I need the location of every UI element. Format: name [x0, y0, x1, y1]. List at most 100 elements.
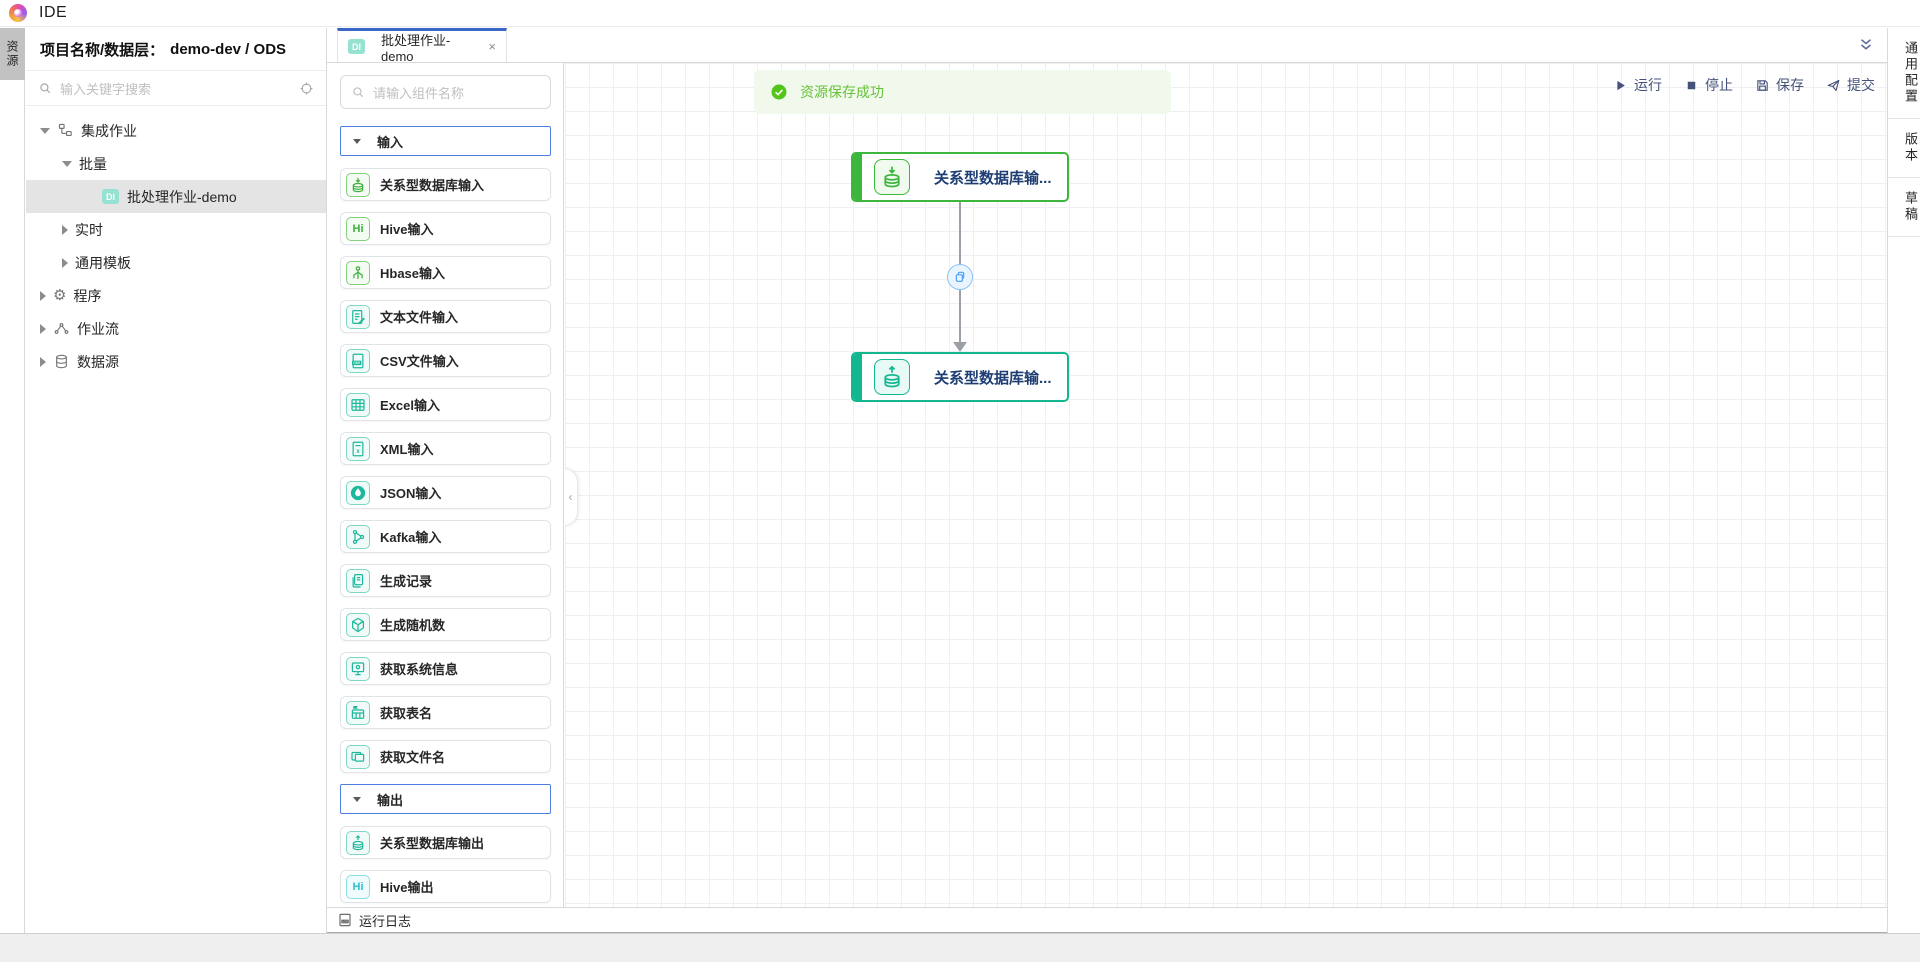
component-item[interactable]: Kafka输入: [340, 520, 551, 553]
component-item-label: XML输入: [380, 442, 434, 457]
component-item[interactable]: Hi Hive输出: [340, 870, 551, 903]
component-item[interactable]: 获取文件名: [340, 740, 551, 773]
locate-icon[interactable]: [299, 81, 314, 96]
tree-item-label: 实时: [75, 221, 103, 238]
node-database-input[interactable]: 关系型数据库输...: [851, 152, 1069, 202]
component-item-label: Excel输入: [380, 398, 440, 413]
tab-batch-job-demo[interactable]: DI 批处理作业-demo ×: [337, 28, 507, 64]
caret-right-icon[interactable]: [62, 257, 68, 268]
component-item[interactable]: 获取系统信息: [340, 652, 551, 685]
excel-icon: [346, 392, 370, 417]
run-toolbar: 运行 停止 保存 提交: [1613, 75, 1875, 95]
caret-right-icon[interactable]: [40, 290, 46, 301]
tree-item-label: 数据源: [77, 353, 119, 370]
caret-down-icon: [353, 796, 361, 802]
run-log-label: 运行日志: [359, 913, 412, 929]
text-file-icon: [346, 304, 370, 329]
caret-down-icon[interactable]: [40, 127, 50, 134]
caret-down-icon: [353, 138, 361, 144]
flow-canvas[interactable]: 资源保存成功 运行 停止 保存 提交: [565, 63, 1887, 908]
component-item-label: JSON输入: [380, 486, 442, 501]
section-label: 输出: [377, 792, 404, 808]
right-rail: 通用配置版本草稿: [1887, 28, 1920, 933]
app-header: IDE: [0, 0, 1920, 27]
component-item[interactable]: JSON输入: [340, 476, 551, 509]
search-icon: [40, 83, 51, 94]
component-item-label: 获取系统信息: [380, 662, 459, 677]
component-item-label: 生成记录: [380, 574, 433, 589]
component-item[interactable]: 获取表名: [340, 696, 551, 729]
save-icon: [1757, 79, 1768, 91]
component-item-label: 获取文件名: [380, 750, 446, 765]
component-item[interactable]: 关系型数据库输出: [340, 826, 551, 859]
component-item[interactable]: 文本文件输入: [340, 300, 551, 333]
component-item[interactable]: x XML输入: [340, 432, 551, 465]
node-database-output[interactable]: 关系型数据库输...: [851, 352, 1069, 402]
datasource-icon: [53, 353, 70, 370]
svg-text:CSV: CSV: [353, 361, 361, 365]
svg-text:LOG: LOG: [342, 920, 348, 924]
project-title: 项目名称/数据层： demo-dev / ODS: [26, 28, 326, 71]
csv-file-icon: CSV: [346, 348, 370, 373]
toast-message: 资源保存成功: [800, 84, 884, 100]
component-item[interactable]: Hbase输入: [340, 256, 551, 289]
save-button[interactable]: 保存: [1755, 75, 1804, 95]
component-section-header[interactable]: 输出: [340, 784, 551, 814]
editor-tabbar: DI 批处理作业-demo ×: [327, 28, 1887, 64]
component-item-label: Kafka输入: [380, 530, 442, 545]
tree-item[interactable]: 作业流: [26, 312, 326, 345]
caret-right-icon[interactable]: [40, 356, 46, 367]
hive-icon: Hi: [346, 874, 370, 899]
caret-right-icon[interactable]: [40, 323, 46, 334]
sidebar-search[interactable]: 输入关键字搜索: [26, 71, 326, 106]
app-logo-icon: [9, 4, 27, 22]
run-log-bar[interactable]: LOG 运行日志: [327, 907, 1887, 933]
tree-item[interactable]: 通用模板: [26, 246, 326, 279]
left-rail-tab-resources[interactable]: 资源: [0, 28, 25, 80]
gear-icon: ⚙: [53, 287, 67, 304]
page-footer: [0, 933, 1920, 962]
component-item-label: Hive输出: [380, 880, 434, 895]
tree-item[interactable]: 数据源: [26, 345, 326, 378]
close-tab-icon[interactable]: ×: [488, 39, 496, 54]
stop-button[interactable]: 停止: [1684, 75, 1733, 95]
component-item[interactable]: 生成记录: [340, 564, 551, 597]
right-rail-tab-draft[interactable]: 草稿: [1888, 178, 1920, 237]
component-search-placeholder: 请输入组件名称: [373, 85, 465, 101]
check-circle-icon: [771, 84, 787, 100]
tree-item-label: 作业流: [77, 320, 119, 337]
database-output-icon: [346, 830, 370, 855]
tree-item[interactable]: 集成作业: [26, 114, 326, 147]
right-rail-tab-general-config[interactable]: 通用配置: [1888, 28, 1920, 119]
component-item-label: 生成随机数: [380, 618, 446, 633]
chevron-double-down-icon[interactable]: [1857, 36, 1875, 54]
project-value: demo-dev / ODS: [170, 40, 287, 58]
component-item-label: Hbase输入: [380, 266, 446, 281]
caret-down-icon[interactable]: [62, 160, 72, 167]
right-rail-tab-version[interactable]: 版本: [1888, 119, 1920, 178]
caret-right-icon[interactable]: [62, 224, 68, 235]
tree-item[interactable]: 实时: [26, 213, 326, 246]
run-button[interactable]: 运行: [1613, 75, 1662, 95]
log-icon: LOG: [339, 913, 351, 927]
node-label: 关系型数据库输...: [934, 369, 1052, 387]
component-section-header[interactable]: 输入: [340, 126, 551, 156]
component-search-input[interactable]: 请输入组件名称: [340, 75, 551, 109]
tree-item[interactable]: ⚙程序: [26, 279, 326, 312]
tree-item[interactable]: 批量: [26, 147, 326, 180]
svg-text:x: x: [356, 449, 360, 455]
collapse-palette-handle[interactable]: ‹: [565, 468, 578, 526]
node-accent-bar: [853, 354, 862, 400]
kafka-icon: [346, 524, 370, 549]
edge-arrowhead-icon: [953, 342, 967, 352]
component-item[interactable]: 生成随机数: [340, 608, 551, 641]
edge-copy-badge[interactable]: [947, 264, 973, 290]
play-icon: [1617, 80, 1625, 90]
component-item[interactable]: 关系型数据库输入: [340, 168, 551, 201]
component-item[interactable]: Excel输入: [340, 388, 551, 421]
submit-button[interactable]: 提交: [1826, 75, 1875, 95]
